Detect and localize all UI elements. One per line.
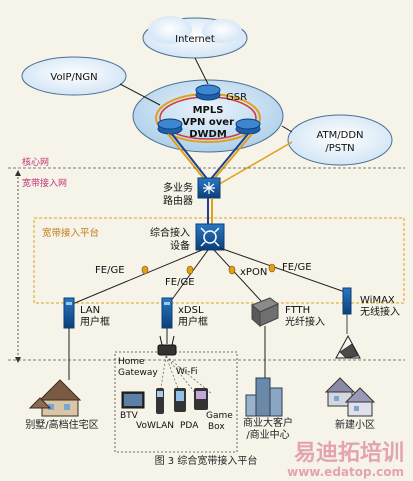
pda-label: PDA [180,421,199,431]
pda-icon [174,388,186,412]
wimax-label-1: WiMAX [360,295,395,306]
atm-label-2: /PSTN [325,143,354,154]
link-to-ftth [213,249,263,303]
gsr-router-icon [195,84,221,101]
wifi-links [159,355,213,395]
broadband-platform-label: 宽带接入平台 [42,227,99,239]
ftth-terminal-icon [251,297,279,328]
multiservice-router-label-1: 多业务 [163,181,193,194]
new-community-houses-icon [324,377,376,417]
atm-label-1: ATM/DDN [316,130,363,141]
xdsl-label-1: xDSL [178,305,204,316]
atm-to-router-link [215,141,293,187]
multiservice-router-label-2: 路由器 [163,194,193,207]
figure-caption: 图 3 综合宽带接入平台 [155,454,258,467]
business-label-1: 商业大客户 [243,416,293,429]
link-to-lan [69,249,203,306]
core-link-blue-left [171,133,209,181]
voip-phone-icon [156,388,164,414]
core-router-left-icon [157,118,183,135]
fege-right-label: FE/GE [282,262,312,273]
xpon-label: xPON [240,267,267,278]
game-box-label-2: Box [208,422,225,432]
broadband-net-label: 宽带接入网 [22,177,67,189]
mpls-label-3: DWDM [189,129,227,140]
home-gateway-icon [157,335,177,356]
lan-label-2: 用户框 [80,315,110,328]
game-box-label-1: Game [206,411,233,421]
mpls-label-1: MPLS [193,105,224,116]
home-gateway-label-2: Gateway [118,368,158,378]
core-net-label: 核心网 [22,156,49,168]
lan-user-box-icon [63,297,75,329]
core-link-blue-right [209,133,249,181]
link-marker-icons [141,263,276,275]
fege-mid-label: FE/GE [165,277,195,288]
internet-label: Internet [175,34,215,45]
integrated-access-label-1: 综合接入 [150,226,190,239]
multiservice-router-icon [197,177,221,199]
mpls-label-2: VPN over [182,117,234,128]
atm-link [281,125,293,133]
voip-label: VoIP/NGN [50,72,97,83]
xdsl-user-box-icon [161,297,173,329]
link-to-xdsl [167,249,209,306]
vowlan-label: VoWLAN [136,421,174,431]
fege-left-label: FE/GE [95,265,125,276]
home-gateway-label-1: Home [118,357,145,367]
villa-building-icon [28,379,82,417]
integrated-access-device-icon [195,223,225,251]
xdsl-label-2: 用户框 [178,315,208,328]
ftth-label-1: FTTH [285,305,310,316]
integrated-access-label-2: 设备 [170,239,190,252]
voip-link [119,83,161,106]
wimax-base-station-icon [335,287,361,359]
ftth-label-2: 光纤接入 [285,315,325,328]
link-to-wimax [219,247,346,293]
business-center-icon [245,377,283,417]
tv-icon [121,391,145,409]
business-label-2: /商业中心 [246,428,289,441]
core-router-right-icon [235,118,261,135]
btv-label: BTV [120,411,139,421]
internet-cloud: Internet [142,16,248,59]
lan-label-1: LAN [80,305,100,316]
watermark-title: 易迪拓培训 [294,440,404,466]
watermark-url: www.edatop.com [287,465,404,479]
core-link-orange-left [167,133,206,181]
internet-link [194,57,209,85]
gsr-label: GSR [226,92,247,103]
wifi-label: Wi-Fi [176,367,197,377]
wimax-label-2: 无线接入 [360,305,400,318]
core-link-orange-right [212,133,253,181]
atm-cloud: ATM/DDN /PSTN [287,114,393,166]
new-community-label: 新建小区 [335,418,375,431]
broadband-platform-box [33,217,405,304]
voip-cloud: VoIP/NGN [21,56,127,96]
game-box-icon [194,388,208,410]
villa-label: 别墅/高档住宅区 [25,418,98,431]
